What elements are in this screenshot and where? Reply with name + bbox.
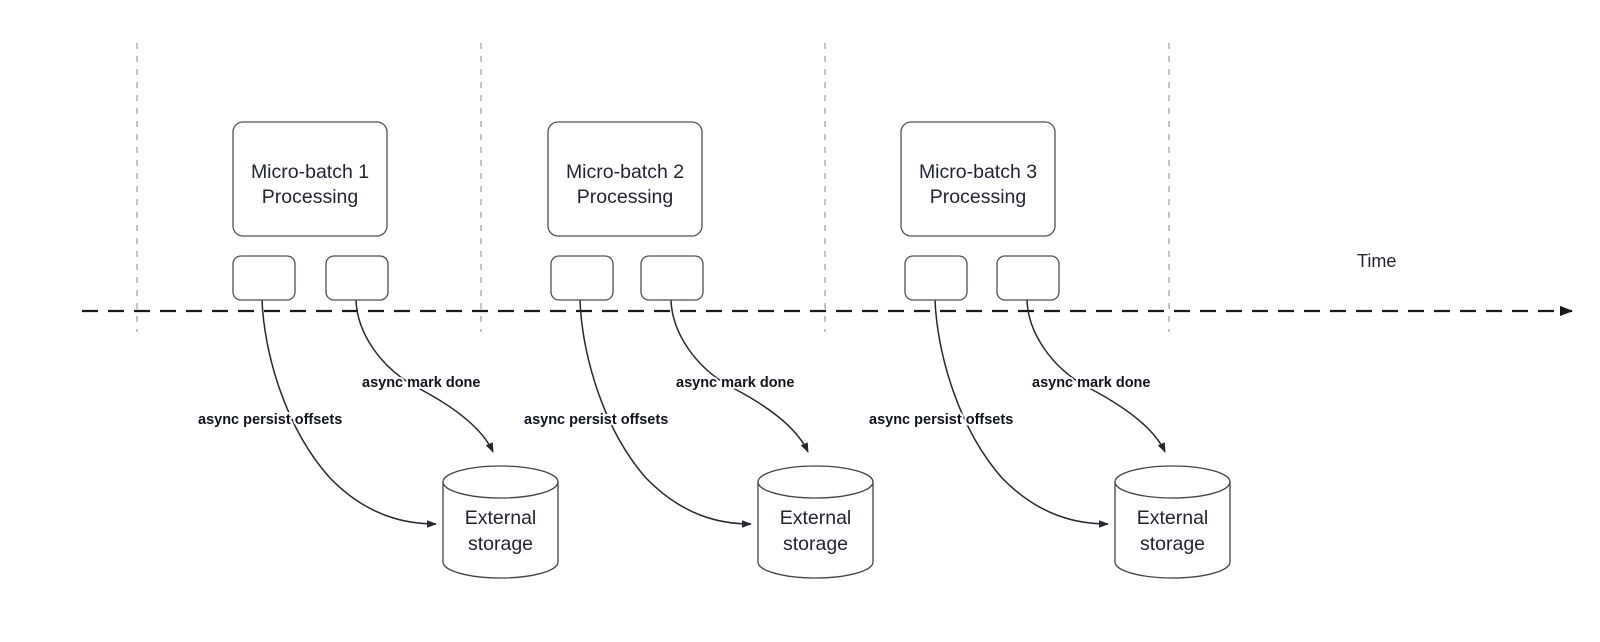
- edge-labels-layer: async persist offsets async persist offse…: [196, 373, 1152, 430]
- async-persist-offsets-3-label-halo: async persist offsets: [869, 412, 1013, 428]
- async-persist-offsets-3-arrow: [934, 299, 1109, 528]
- async-persist-offsets-2-label: async persist offsets: [524, 412, 668, 428]
- external-storage-3-body[interactable]: [1114, 481, 1231, 579]
- micro-batch-1-persist-offsets-task[interactable]: [232, 255, 296, 301]
- external-storage-1-label-line2: storage: [468, 533, 533, 555]
- async-persist-offsets-3-label: async persist offsets: [869, 412, 1013, 428]
- external-storage-2-label-line2: storage: [783, 533, 848, 555]
- async-persist-offsets-1-label: async persist offsets: [198, 412, 342, 428]
- external-storage-2-body[interactable]: [757, 481, 874, 579]
- async-mark-done-1-label-halo: async mark done: [362, 375, 480, 391]
- micro-batch-2-title-line1: Micro-batch 2: [566, 161, 684, 183]
- micro-batch-1-title-line1: Micro-batch 1: [251, 161, 369, 183]
- micro-batch-2-persist-offsets-task[interactable]: [550, 255, 614, 301]
- external-storage-2-label-line1: External: [780, 507, 852, 529]
- external-storage-3-label-line2: storage: [1140, 533, 1205, 555]
- edges-layer: [261, 299, 1166, 528]
- external-storage-1-body[interactable]: [442, 481, 559, 579]
- external-storage-3-label-line1: External: [1137, 507, 1209, 529]
- async-mark-done-3-arrow: [1026, 299, 1166, 453]
- async-mark-done-2-label: async mark done: [676, 375, 794, 391]
- async-mark-done-2-arrow: [670, 299, 809, 453]
- external-storage-1-top: [442, 465, 559, 499]
- async-mark-done-2-label-halo: async mark done: [676, 375, 794, 391]
- timeline-tick-lines: [136, 43, 1170, 332]
- micro-batch-3-persist-offsets-task[interactable]: [904, 255, 968, 301]
- async-mark-done-3-label: async mark done: [1032, 375, 1150, 391]
- micro-batch-1-mark-done-task[interactable]: [325, 255, 389, 301]
- async-persist-offsets-2-label-halo: async persist offsets: [524, 412, 668, 428]
- micro-batch-2-mark-done-task[interactable]: [640, 255, 704, 301]
- micro-batch-3-title-line1: Micro-batch 3: [919, 161, 1037, 183]
- micro-batch-3-mark-done-task[interactable]: [996, 255, 1060, 301]
- async-mark-done-1-label: async mark done: [362, 375, 480, 391]
- async-persist-offsets-1-label-halo: async persist offsets: [198, 412, 342, 428]
- micro-batch-3-title-line2: Processing: [930, 186, 1026, 208]
- external-storage-2-top: [757, 465, 874, 499]
- async-persist-offsets-1-arrow: [261, 299, 437, 528]
- async-mark-done-1-arrow: [355, 299, 494, 453]
- time-axis-label: Time: [1357, 251, 1396, 271]
- external-storage-3-top: [1114, 465, 1231, 499]
- micro-batch-1-title-line2: Processing: [262, 186, 358, 208]
- time-axis: Time: [82, 251, 1573, 317]
- async-persist-offsets-2-arrow: [579, 299, 752, 528]
- micro-batch-1-box[interactable]: [232, 121, 388, 237]
- micro-batch-3-box[interactable]: [900, 121, 1056, 237]
- micro-batch-2-title-line2: Processing: [577, 186, 673, 208]
- external-storage-1-label-line1: External: [465, 507, 537, 529]
- micro-batch-2-box[interactable]: [547, 121, 703, 237]
- async-mark-done-3-label-halo: async mark done: [1032, 375, 1150, 391]
